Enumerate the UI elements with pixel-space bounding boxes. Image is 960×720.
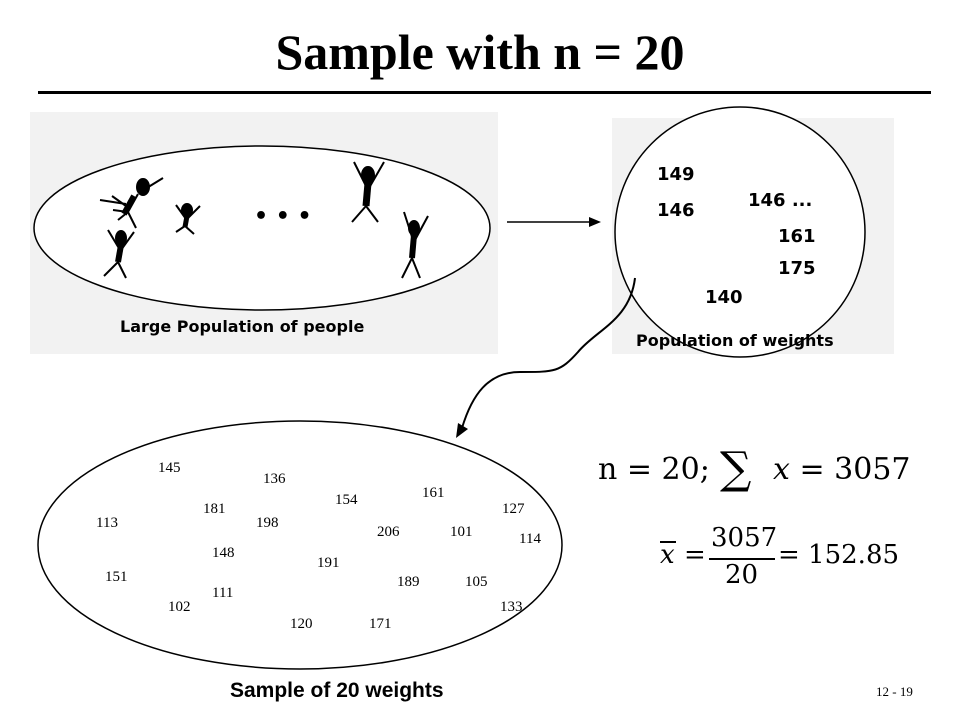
sum-variable: x bbox=[773, 452, 790, 487]
sigma-symbol: ∑ bbox=[720, 443, 752, 494]
people-population-label: Large Population of people bbox=[120, 317, 365, 336]
sample-caption: Sample of 20 weights bbox=[230, 679, 444, 702]
sample-weight-value: 154 bbox=[335, 492, 358, 508]
population-to-sample-arrow bbox=[456, 277, 636, 438]
sample-weight-value: 206 bbox=[377, 524, 400, 540]
person-figure-4 bbox=[351, 161, 385, 223]
person-figure-5 bbox=[401, 211, 429, 279]
sum-value: = 3057 bbox=[799, 452, 911, 487]
sample-weight-value: 127 bbox=[502, 501, 525, 517]
sample-weight-value: 136 bbox=[263, 471, 286, 487]
sample-weight-value: 101 bbox=[450, 524, 473, 540]
fraction-bar bbox=[709, 558, 775, 560]
population-weight-value: 161 bbox=[778, 226, 816, 247]
slide-title: Sample with n = 20 bbox=[275, 24, 685, 80]
sample-weight-value: 198 bbox=[256, 515, 279, 531]
sample-weight-value: 105 bbox=[465, 574, 488, 590]
mean-variable: x bbox=[660, 540, 675, 570]
people-ellipsis: • • • bbox=[254, 204, 312, 229]
population-weight-value: 140 bbox=[705, 287, 743, 308]
sample-weight-value: 102 bbox=[168, 599, 191, 615]
sample-weight-value: 189 bbox=[397, 574, 420, 590]
xbar-overline bbox=[660, 541, 676, 543]
population-weight-value: 146 bbox=[657, 200, 695, 221]
sample-weight-value: 120 bbox=[290, 616, 313, 632]
sum-formula: x = 3057 bbox=[773, 452, 911, 487]
weights-population-circle bbox=[614, 106, 866, 358]
person-figure-3 bbox=[103, 229, 135, 279]
population-weight-value: 175 bbox=[778, 258, 816, 279]
sample-weight-value: 148 bbox=[212, 545, 235, 561]
sample-weight-value: 171 bbox=[369, 616, 392, 632]
title-divider bbox=[38, 91, 931, 94]
sample-weight-value: 161 bbox=[422, 485, 445, 501]
sample-weight-value: 114 bbox=[519, 531, 541, 547]
sample-weight-value: 181 bbox=[203, 501, 226, 517]
fraction-numerator: 3057 bbox=[711, 523, 778, 553]
person-figure-2 bbox=[175, 203, 201, 235]
weights-population-label: Population of weights bbox=[636, 331, 834, 350]
sample-weight-value: 145 bbox=[158, 460, 181, 476]
population-weight-value: 146 ... bbox=[748, 190, 813, 211]
sample-weight-value: 191 bbox=[317, 555, 340, 571]
people-to-weights-arrow bbox=[507, 217, 601, 227]
sample-weight-value: 111 bbox=[212, 585, 234, 601]
fraction-denominator: 20 bbox=[725, 560, 759, 590]
sample-size-text: n = 20; bbox=[598, 452, 710, 487]
population-weight-value: 149 bbox=[657, 164, 695, 185]
sample-weight-value: 133 bbox=[500, 599, 523, 615]
person-figure-1 bbox=[99, 177, 164, 229]
sample-size-formula: n = 20; bbox=[598, 452, 710, 487]
sample-ellipse bbox=[37, 420, 563, 670]
sample-weight-value: 113 bbox=[96, 515, 118, 531]
page-number: 12 - 19 bbox=[876, 684, 913, 699]
sample-weight-value: 151 bbox=[105, 569, 128, 585]
mean-equals: = bbox=[684, 540, 706, 570]
mean-result: = 152.85 bbox=[778, 540, 900, 570]
